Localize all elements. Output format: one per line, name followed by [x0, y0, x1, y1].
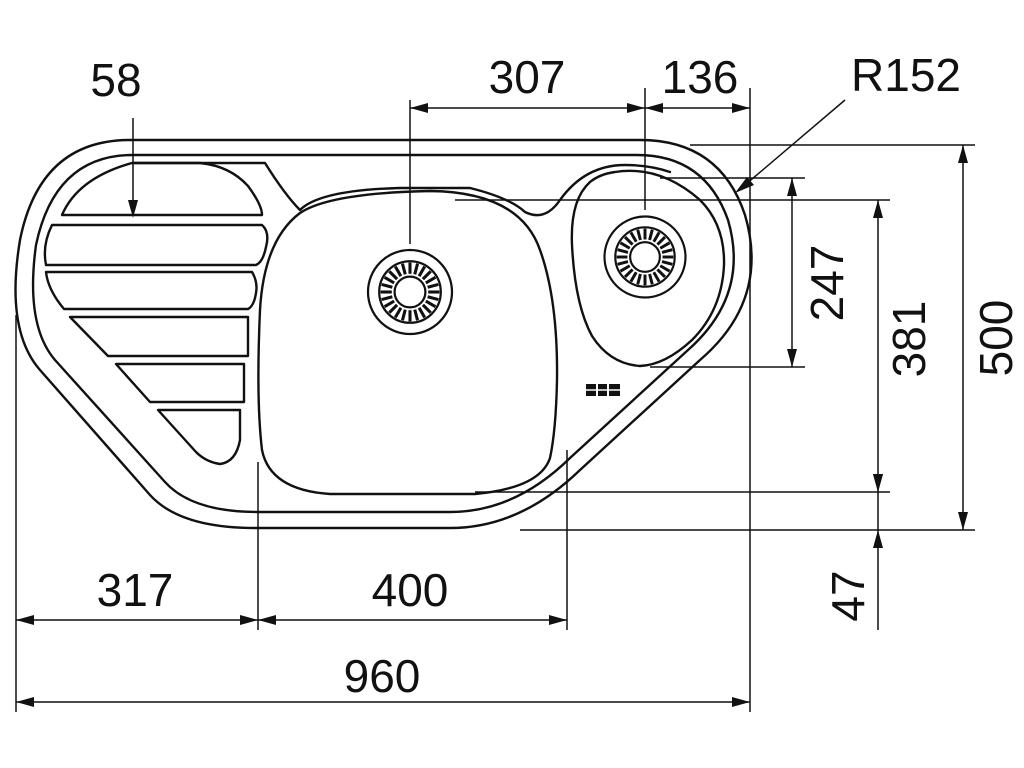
dim-rear-margin: 47: [822, 474, 883, 630]
dim-corner-radius: R152: [735, 49, 961, 193]
drainer-groove: [68, 315, 250, 358]
sink-outline: [14, 138, 753, 530]
dim-small-drain-offset: 136: [645, 51, 750, 113]
dim-main-drain-offset: 307: [410, 51, 645, 113]
small-bowl: [570, 169, 726, 368]
upper-ledge: [131, 161, 672, 217]
dim-small-bowl-depth: 247: [787, 178, 853, 367]
main-drain: [366, 248, 454, 336]
dim-label-main-bowl-width: 400: [372, 564, 449, 616]
dim-main-bowl-depth: 381: [873, 200, 935, 492]
drainer-area: [43, 161, 269, 466]
dim-label-main-drain-offset: 307: [489, 51, 566, 103]
dim-drainer-width: 317: [16, 564, 258, 625]
overflow-slot: [586, 384, 620, 396]
dim-label-overall-depth: 500: [970, 300, 1022, 377]
extension-lines: [15, 88, 975, 712]
inner-rim: [31, 153, 735, 514]
drainer-groove: [60, 161, 264, 217]
dim-label-corner-radius: R152: [851, 49, 961, 101]
dim-main-bowl-width: 400: [258, 564, 567, 625]
dim-drainer-groove: 58: [90, 54, 142, 218]
dim-overall-depth: 500: [958, 145, 1022, 530]
main-bowl: [257, 189, 559, 496]
small-drain: [603, 215, 687, 299]
dim-label-drainer-width: 317: [97, 564, 174, 616]
drainer-groove: [44, 270, 258, 311]
drainer-groove: [156, 408, 242, 466]
dim-label-overall-width: 960: [344, 650, 421, 702]
dim-label-small-bowl-depth: 247: [801, 245, 853, 322]
dim-label-rear-margin: 47: [822, 570, 874, 621]
drainer-groove: [114, 362, 246, 404]
dim-label-small-drain-offset: 136: [662, 51, 739, 103]
dim-overall-width: 960: [16, 650, 750, 707]
dim-label-main-bowl-depth: 381: [883, 301, 935, 378]
outer-rim: [14, 138, 753, 530]
drainer-groove: [43, 223, 269, 267]
dim-label-drainer-groove: 58: [90, 54, 141, 106]
